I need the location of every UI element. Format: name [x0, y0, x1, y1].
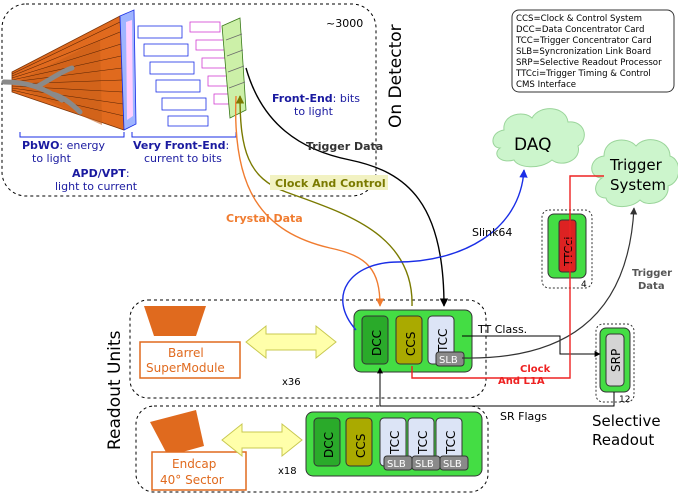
acronym-legend-box [511, 9, 675, 93]
crystal-data-line [234, 95, 385, 307]
sr-flags-line [377, 367, 615, 407]
endcap-crate-box [135, 405, 489, 493]
fe-label: Front-End: bits [272, 92, 360, 105]
on-detector-label: On Detector [386, 24, 406, 128]
tt-class-line [462, 335, 601, 357]
barrel-crate-box [129, 299, 487, 399]
barrel-shape [144, 306, 206, 336]
trigger-system-cloud: Trigger System [591, 139, 678, 207]
barrel-ccs [395, 315, 423, 365]
barrel-dcc [361, 315, 389, 365]
barrel-label: Barrel [168, 346, 204, 360]
barrel-count: x36 [282, 377, 301, 388]
svg-text:TCC: TCC [436, 329, 450, 353]
svg-text:TCC: TCC [388, 431, 402, 455]
vfe-desc: current to bits [144, 152, 222, 165]
crystal-array [1, 15, 125, 131]
svg-text:CCS: CCS [354, 434, 368, 458]
readout-units-label: Readout Units [105, 330, 125, 450]
svg-text:DCC: DCC [370, 330, 384, 356]
svg-text:SRP: SRP [609, 349, 623, 372]
clock-control-line [235, 95, 413, 307]
svg-text:DCC: DCC [322, 432, 336, 458]
svg-text:DCC=Data Concentrator Card: DCC=Data Concentrator Card [516, 25, 644, 35]
apd-label: APD/VPT: [72, 167, 130, 180]
trigger-data-right-label-2: Data [638, 281, 665, 292]
detector-brackets [19, 132, 237, 138]
barrel-link-arrow [245, 324, 337, 360]
pbwo-desc: to light [32, 152, 72, 165]
svg-text:Trigger: Trigger [609, 156, 663, 174]
svg-text:TTCci=Trigger Timing & Control: TTCci=Trigger Timing & Control [515, 69, 651, 79]
clock-control-label-bg [270, 175, 388, 190]
svg-text:SLB: SLB [439, 355, 458, 366]
crystal-data-label: Crystal Data [226, 212, 303, 225]
endcap-dcc [313, 417, 341, 467]
clock-control-label: Clock And Control [275, 177, 386, 190]
vfe-label: Very Front-End: [133, 139, 229, 152]
svg-text:SLB: SLB [415, 459, 434, 470]
endcap-link-arrow [221, 422, 303, 458]
svg-text:SLB: SLB [387, 459, 406, 470]
trigger-data-right-label: Trigger [632, 268, 672, 279]
selective-readout-label: Selective [592, 412, 661, 430]
endcap-label-2: 40° Sector [160, 473, 224, 487]
endcap-shape [150, 410, 204, 456]
svg-text:SRP=Selective Readout Processo: SRP=Selective Readout Processor [516, 58, 662, 68]
channel-count: ~3000 [326, 17, 363, 30]
barrel-label-box [139, 341, 241, 379]
trigger-data-line [245, 67, 449, 307]
fe-desc: to light [294, 105, 334, 118]
svg-text:CMS Interface: CMS Interface [516, 80, 576, 90]
apd-desc: light to current [55, 180, 138, 193]
svg-text:System: System [610, 176, 666, 194]
svg-text:4: 4 [581, 280, 587, 290]
clock-l1a-label: Clock [520, 364, 551, 375]
barrel-slb [435, 351, 465, 367]
trigger-data-right-line [461, 207, 638, 359]
endcap-count: x18 [278, 466, 297, 477]
svg-text:SLB: SLB [443, 459, 462, 470]
svg-text:TCC=Trigger Concentrator Card: TCC=Trigger Concentrator Card [515, 36, 652, 46]
endcap-label: Endcap [172, 457, 216, 471]
ttcci-module: TTCci 4 [541, 209, 593, 290]
apd-vpt-layer [119, 9, 137, 131]
acronym-legend: CCS=Clock & Control System DCC=Data Conc… [515, 14, 662, 90]
slink64-label: Slink64 [472, 226, 512, 239]
svg-text:CCS=Clock & Control System: CCS=Clock & Control System [516, 14, 642, 24]
svg-text:DAQ: DAQ [514, 135, 552, 155]
selective-readout-label-2: Readout [592, 431, 654, 449]
endcap-ccs [345, 417, 373, 467]
endcap-label-box [151, 451, 247, 491]
svg-text:TTCci: TTCci [562, 237, 575, 267]
svg-text:CCS: CCS [404, 332, 418, 356]
svg-text:TCC: TCC [444, 431, 458, 455]
barrel-label-2: SuperModule [146, 361, 225, 375]
slink64-line [342, 169, 528, 331]
svg-text:SLB=Syncronization Link Board: SLB=Syncronization Link Board [516, 47, 651, 57]
clock-l1a-label-2: And L1A [498, 376, 545, 387]
sr-flags-label: SR Flags [500, 410, 547, 423]
clock-l1a-line [411, 175, 604, 379]
tt-class-label: TT Class. [477, 323, 527, 336]
endcap-slb-3 [439, 455, 469, 471]
on-detector-box [1, 3, 377, 197]
svg-text:TCC: TCC [416, 431, 430, 455]
trigger-data-label: Trigger Data [306, 140, 383, 153]
pbwo-label: PbWO: energy [22, 139, 105, 152]
daq-cloud: DAQ [492, 108, 585, 168]
very-front-end-boards [137, 21, 239, 127]
srp-module: SRP 12 [595, 323, 635, 405]
svg-text:12: 12 [619, 395, 630, 405]
front-end-board [221, 17, 247, 119]
